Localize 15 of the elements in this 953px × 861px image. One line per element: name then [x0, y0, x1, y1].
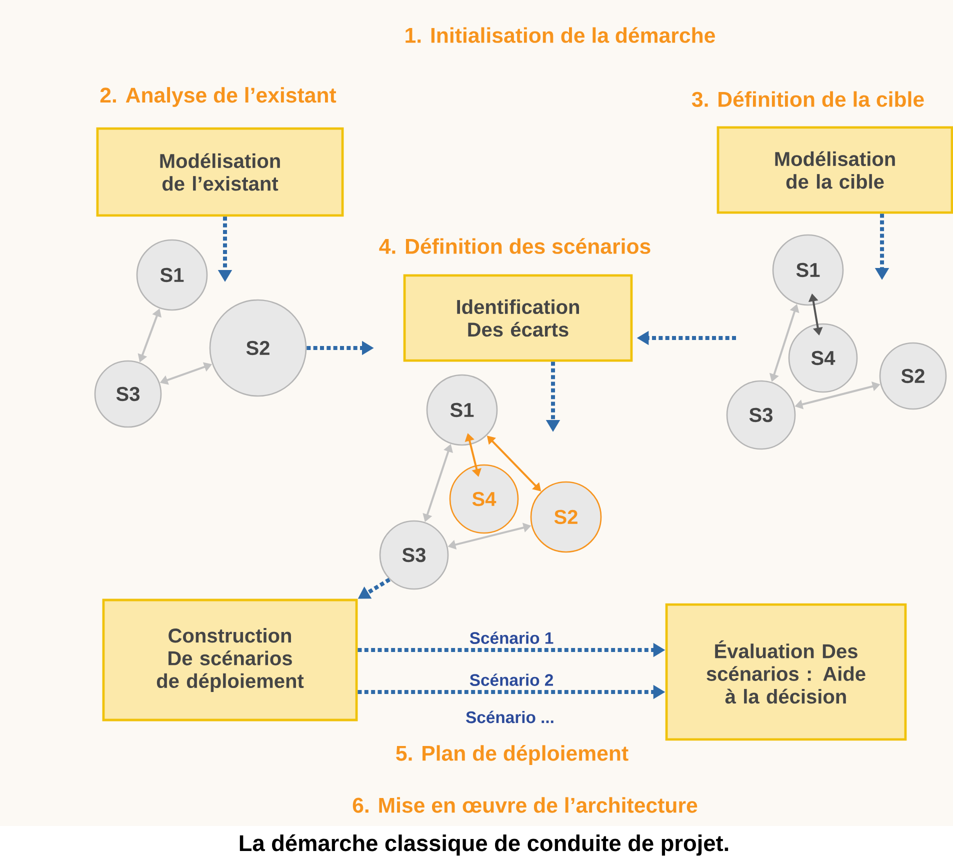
step-heading: 3. Définition de la cible — [692, 91, 924, 107]
caption: La démarche classique de conduite de projet. — [240, 834, 728, 856]
process-box: Modélisation de la cible — [716, 126, 953, 214]
process-box: Construction De scénarios de déploiement — [102, 598, 358, 722]
process-box: Modélisation de l’existant — [96, 127, 344, 217]
process-box: Identification Des écarts — [403, 274, 633, 362]
step-heading: 1. Initialisation de la démarche — [406, 27, 715, 43]
process-box: Évaluation Des scénarios : Aide à la décision — [665, 603, 907, 741]
edge-label: Scénario 1 — [470, 632, 554, 644]
step-heading: 5. Plan de déploiement — [396, 744, 628, 766]
step-heading: 6. Mise en œuvre de l’architecture — [352, 797, 698, 813]
step-heading: 4. Définition des scénarios — [379, 238, 650, 254]
edge-label: Scénario 2 — [470, 674, 553, 686]
scenario-label: Scénario ... — [466, 710, 554, 724]
step-heading: 2. Analyse de l’existant — [100, 87, 336, 107]
